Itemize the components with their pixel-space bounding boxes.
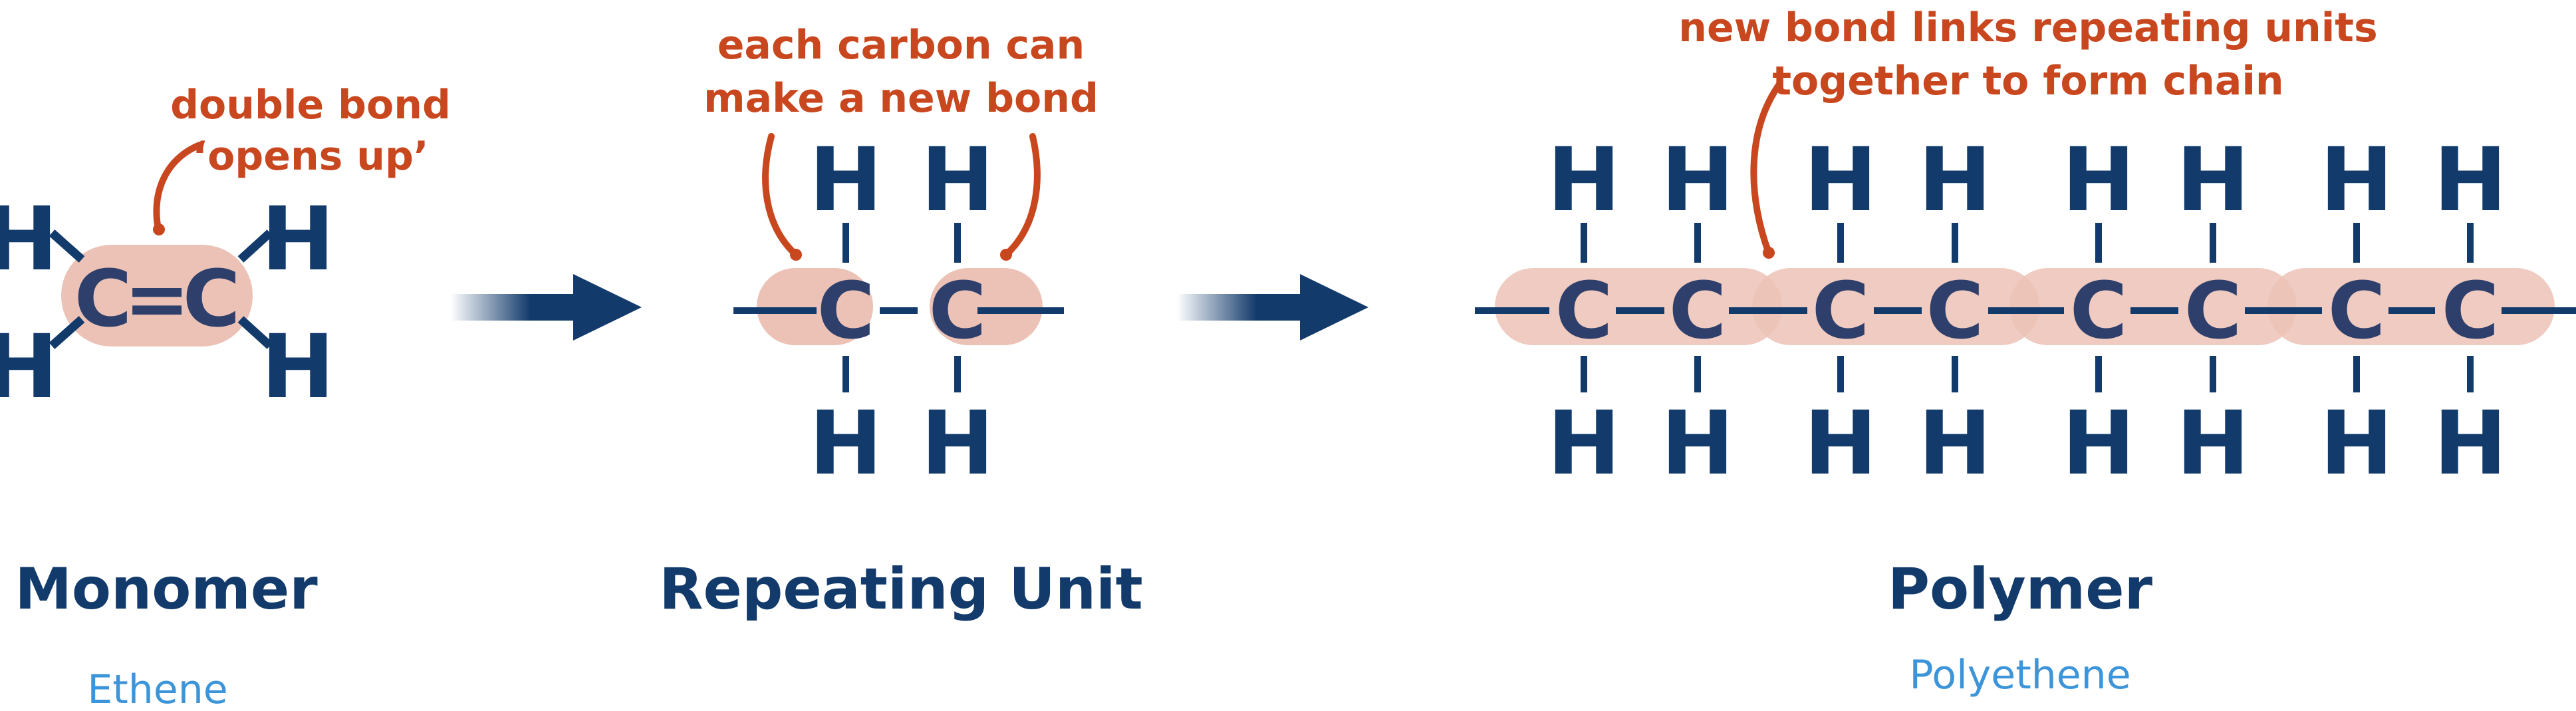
hydrogen-atom: H — [1918, 392, 1992, 495]
hydrogen-atom: H — [1918, 129, 1992, 231]
carbon-atom: C — [183, 253, 241, 345]
repeating-unit-highlight — [1752, 268, 2039, 345]
carbon-atom: C — [2070, 265, 2128, 356]
polymer-name: Polyethene — [1909, 652, 2130, 698]
hydrogen-atom: H — [2434, 392, 2507, 495]
polymer-bonds — [1475, 223, 2576, 392]
hydrogen-atom: H — [2176, 392, 2250, 495]
carbon-atom: C — [2442, 265, 2500, 356]
carbon-atom: C — [2328, 265, 2386, 356]
hydrogen-atom: H — [2176, 129, 2250, 231]
carbon-atom: C — [1555, 265, 1613, 356]
hydrogen-atom: H — [2062, 392, 2135, 495]
polymer-bottom-hydrogens: H H H H H H H H — [1547, 392, 2507, 495]
pointer-dot — [790, 249, 802, 261]
hydrogen-atom: H — [2062, 129, 2135, 231]
hydrogen-atom: H — [2434, 129, 2507, 231]
repeating-unit-highlight — [1495, 268, 1782, 345]
monomer-name: Ethene — [87, 666, 227, 708]
hydrogen-atom: H — [1804, 392, 1877, 495]
hydrogen-atom: H — [2320, 129, 2393, 231]
repeating-unit-annotation-line2: make a new bond — [704, 75, 1098, 122]
hydrogen-atom: H — [809, 129, 882, 231]
carbon-atom: C — [817, 265, 875, 356]
polymer-annotation-line2: together to form chain — [1772, 58, 2283, 104]
pointer-dot — [1000, 249, 1012, 261]
polymer-annotation-pointer — [1750, 82, 1782, 256]
repeating-unit-pointer-right — [1003, 133, 1041, 258]
monomer-annotation-line2: ‘opens up’ — [192, 133, 428, 180]
polymer-title: Polymer — [1888, 556, 2153, 623]
polymer-highlights — [1495, 268, 2555, 345]
hydrogen-atom: H — [1661, 392, 1734, 495]
double-bond-symbol: = — [124, 253, 190, 345]
carbon-atom: C — [1926, 265, 1984, 356]
hydrogen-atom: H — [1661, 129, 1734, 231]
carbon-atom: C — [1812, 265, 1870, 356]
double-bond-highlight — [61, 245, 253, 347]
polymer-top-hydrogens: H H H H H H H H — [1547, 129, 2507, 231]
hydrogen-atom: H — [1547, 392, 1620, 495]
carbon-highlight — [930, 268, 1043, 345]
repeating-unit-highlight — [2009, 268, 2297, 345]
repeating-unit-pointer-left — [762, 133, 799, 258]
hydrogen-atom: H — [921, 129, 994, 231]
repeating-unit-title: Repeating Unit — [659, 556, 1142, 623]
hydrogen-atom: H — [0, 188, 58, 291]
hydrogen-atom: H — [921, 392, 994, 495]
hydrogen-atom: H — [0, 316, 58, 418]
carbon-atom: C — [74, 253, 132, 345]
hydrogen-atom: H — [809, 392, 882, 495]
monomer-title: Monomer — [15, 556, 318, 623]
carbon-atom: C — [929, 265, 987, 356]
reaction-arrow — [451, 274, 642, 341]
monomer-annotation-pointer — [153, 142, 203, 233]
reaction-arrow — [1177, 274, 1368, 341]
monomer-annotation-line1: double bond — [170, 82, 451, 128]
hydrogen-atom: H — [261, 188, 334, 291]
polymer-structure: H H H H H H H H C C C C C C C C H H H H … — [1475, 129, 2576, 495]
repeating-unit-annotation-line1: each carbon can — [717, 22, 1085, 69]
polymer-annotation-line1: new bond links repeating units — [1678, 5, 2377, 51]
carbon-atom: C — [2184, 265, 2242, 356]
pointer-dot — [153, 223, 165, 235]
repeating-unit-highlight — [2267, 268, 2555, 345]
carbon-highlight — [757, 268, 873, 345]
monomer-structure: H H H H C = C — [0, 188, 334, 418]
carbon-atom: C — [1669, 265, 1727, 356]
hydrogen-atom: H — [2320, 392, 2393, 495]
hydrogen-atom: H — [1547, 129, 1620, 231]
hydrogen-atom: H — [1804, 129, 1877, 231]
hydrogen-atom: H — [261, 316, 334, 418]
repeating-unit-structure: H H H H C C — [733, 129, 1064, 495]
pointer-dot — [1763, 247, 1775, 259]
polymer-carbons: C C C C C C C C — [1555, 265, 2500, 356]
